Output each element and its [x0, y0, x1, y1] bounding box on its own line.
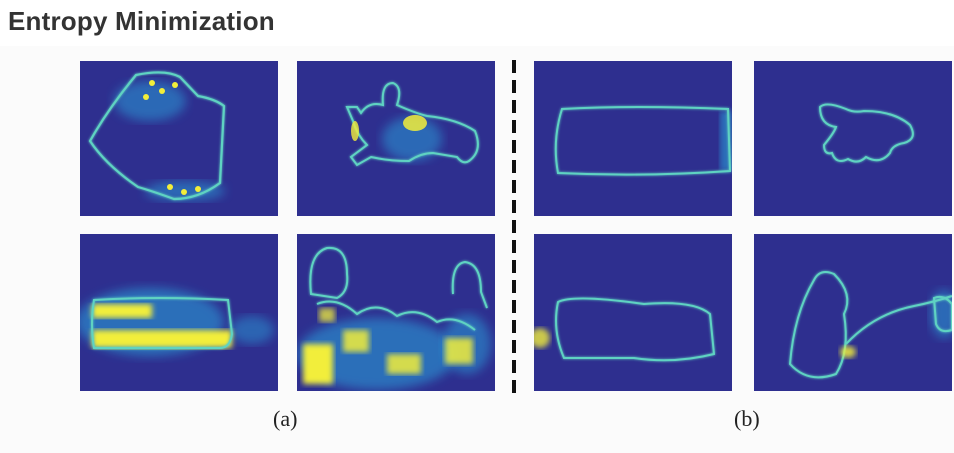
panel-a-bottom-left [80, 234, 278, 391]
page-title: Entropy Minimization [8, 6, 275, 36]
panel-b-bottom-left [534, 234, 732, 391]
label-b: (b) [734, 406, 760, 431]
panel-b-top-right [754, 61, 952, 216]
panel-b-bottom-right [754, 234, 952, 391]
panel-a-bottom-right [297, 234, 495, 391]
panel-b-top-left [534, 61, 732, 216]
dashed-divider [512, 60, 516, 396]
label-a: (a) [273, 406, 298, 431]
panel-a-top-left [80, 61, 278, 216]
panel-a-top-right [297, 61, 495, 216]
